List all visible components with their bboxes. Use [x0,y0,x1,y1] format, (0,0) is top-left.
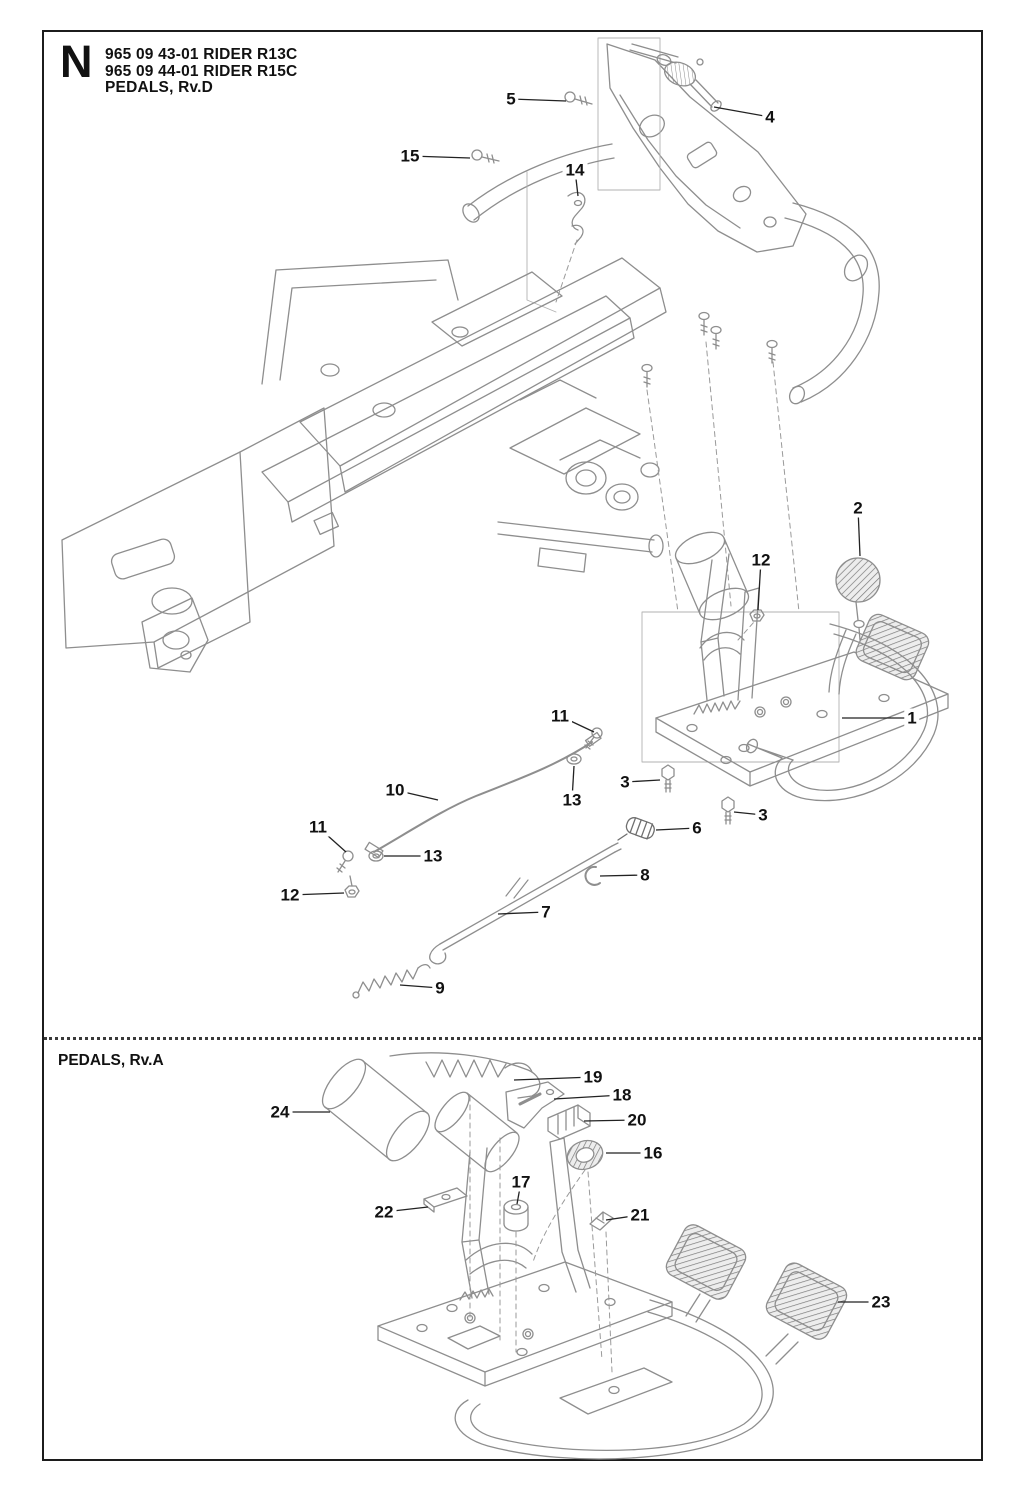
spring-19-art [389,1052,541,1099]
nut-12-upper-art [749,609,765,622]
part-callout-11: 11 [306,817,330,837]
hub-cylinder-art [434,1091,520,1173]
rod-7-art [429,842,622,965]
model-number-line-1: 965 09 43-01 RIDER R13C [105,46,298,63]
model-number-line-2: 965 09 44-01 RIDER R15C [105,62,298,80]
pedal-arms-bottom-art [459,1137,591,1301]
part-callout-5: 5 [503,89,519,109]
part-callout-15: 15 [397,146,423,166]
part-callout-16: 16 [640,1143,666,1163]
part-callout-14: 14 [562,160,588,180]
valve-4-art [629,43,722,112]
part-callout-1: 1 [904,708,920,728]
block-20-art [547,1104,591,1140]
part-callout-8: 8 [637,865,653,885]
part-callout-13: 13 [559,790,585,810]
section2-title: PEDALS, Rv.A [58,1052,164,1069]
section-divider-dotted-line [44,1037,981,1040]
bearing-16-art [566,1139,604,1171]
part-callout-12: 12 [277,885,303,905]
roller-17-art [503,1199,529,1232]
part-callout-23: 23 [868,1292,894,1312]
throttle-cable-10-art [336,727,603,898]
title-block: 965 09 43-01 RIDER R13C 965 09 44-01 RID… [105,46,298,97]
part-callout-3: 3 [617,772,633,792]
pedal-pads-bottom-art [665,1224,848,1340]
chassis-frame-art [61,257,667,673]
clip-8-art [584,865,601,886]
fastener-15-art [471,149,500,164]
clip-21-art [589,1211,614,1231]
bracket-18-art [505,1081,565,1129]
part-callout-17: 17 [508,1172,534,1192]
bent-tube-art [745,623,939,802]
section-index-letter: N [60,36,92,87]
bent-tube-bottom-art [454,1293,799,1460]
part-callout-7: 7 [538,902,554,922]
knob-2-art [835,557,881,641]
part-callout-2: 2 [850,498,866,518]
part-callout-11: 11 [548,706,572,726]
bolts-3-art [661,764,735,825]
floating-studs-art [641,311,778,388]
part-callout-22: 22 [371,1202,397,1222]
assembly-dashed-lines-bottom [469,1095,613,1373]
part-callout-18: 18 [609,1085,635,1105]
console-art [597,37,807,253]
handle-tube-art [462,143,880,405]
page-border [42,30,983,1461]
part-callout-10: 10 [382,780,408,800]
part-callout-3: 3 [755,805,771,825]
part-callout-20: 20 [624,1110,650,1130]
sleeve-24-art [321,1058,431,1162]
part-callout-12: 12 [748,550,774,570]
part-callout-13: 13 [420,846,446,866]
part-callout-19: 19 [580,1067,606,1087]
part-callout-9: 9 [432,978,448,998]
fastener-5-art [564,91,593,106]
spring-9-art [352,963,431,999]
part-callout-4: 4 [762,107,778,127]
plate-22-art [423,1187,468,1213]
spring-coupler-6-art [617,817,655,841]
part-callout-21: 21 [627,1205,653,1225]
section-title: PEDALS, Rv.D [105,79,214,96]
part-callout-24: 24 [267,1102,293,1122]
part-callout-6: 6 [689,818,705,838]
